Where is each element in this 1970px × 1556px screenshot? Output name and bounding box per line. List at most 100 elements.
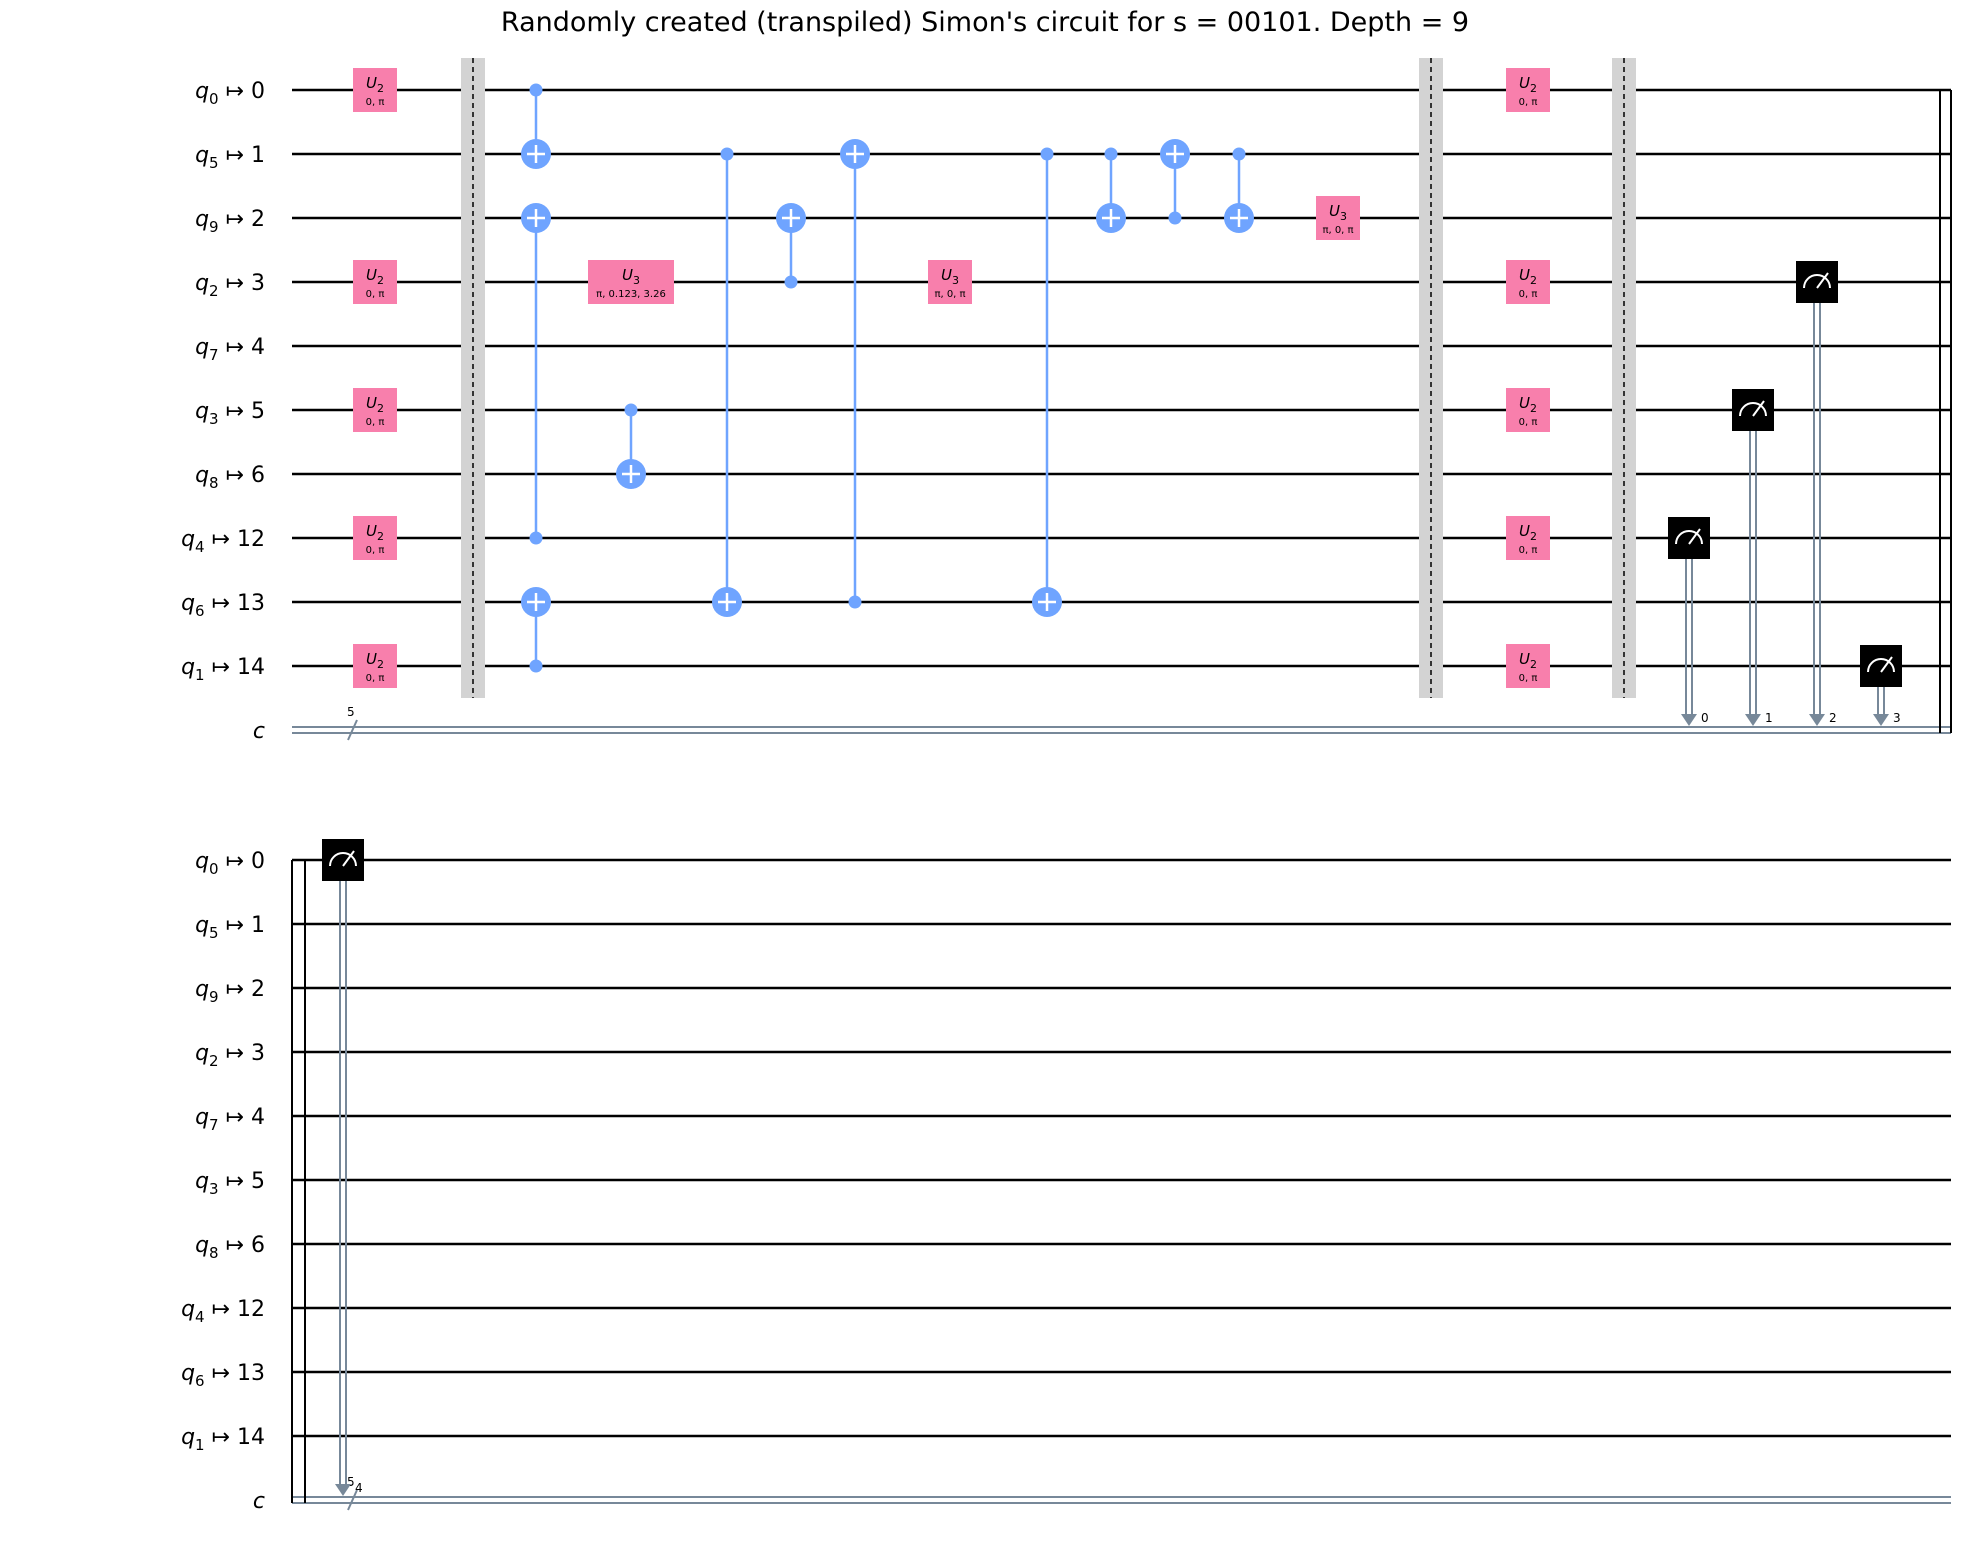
register-width: 5 <box>347 705 355 719</box>
meter-needle <box>1688 528 1701 545</box>
qubit-label: q6 ↦ 13 <box>181 1361 265 1390</box>
qubit-label: q3 ↦ 5 <box>195 399 265 428</box>
gate-params: 0, π <box>366 289 385 300</box>
u3-gate <box>1316 196 1360 240</box>
gate-name: U2 <box>366 266 384 287</box>
u2-gate <box>1506 644 1550 688</box>
gate-name: U2 <box>366 650 384 671</box>
meter-arc <box>329 852 357 867</box>
measure-arrow <box>1745 714 1761 726</box>
cx-control-dot <box>529 83 543 97</box>
cx-control-dot <box>784 275 798 289</box>
cbit-index: 0 <box>1701 711 1709 725</box>
cx-control-dot <box>720 147 734 161</box>
qubit-label: q2 ↦ 3 <box>195 271 265 300</box>
qubit-label: q8 ↦ 6 <box>195 1233 265 1262</box>
gate-params: 0, π <box>1519 289 1538 300</box>
cbit-index: 1 <box>1765 711 1773 725</box>
u2-gate <box>353 260 397 304</box>
gate-params: 0, π <box>366 417 385 428</box>
qubit-label: q6 ↦ 13 <box>181 591 265 620</box>
gate-params: 0, π <box>1519 673 1538 684</box>
circuit-panel-top: q0 ↦ 0 q5 ↦ 1 q9 ↦ 2 q2 ↦ 3 q7 ↦ 4 q3 ↦ 5 q8 ↦… <box>181 58 1952 744</box>
u3-gate <box>928 260 972 304</box>
cx-control-dot <box>1168 211 1182 225</box>
cx-control-dot <box>1040 147 1054 161</box>
cbit-index: 4 <box>355 1481 363 1495</box>
measure-gate <box>322 839 364 881</box>
meter-needle <box>1816 272 1829 289</box>
gate-name: U3 <box>1329 202 1347 223</box>
classical-label: c <box>253 719 265 744</box>
qubit-label: q4 ↦ 12 <box>181 527 265 556</box>
u2-gate <box>353 68 397 112</box>
u3-gate <box>588 260 674 304</box>
u2-gate <box>1506 516 1550 560</box>
measure-arrow <box>1681 714 1697 726</box>
gate-name: U3 <box>622 266 640 287</box>
qubit-label: q5 ↦ 1 <box>195 143 265 172</box>
qubit-label: q1 ↦ 14 <box>181 1425 265 1454</box>
u2-gate <box>1506 388 1550 432</box>
cbit-index: 2 <box>1829 711 1837 725</box>
measure-gate <box>1796 261 1838 303</box>
meter-arc <box>1675 530 1703 545</box>
measure-arrow <box>1873 714 1889 726</box>
u2-gate <box>1506 260 1550 304</box>
gate-name: U2 <box>366 522 384 543</box>
register-slash <box>347 1489 358 1511</box>
diagram-title: Randomly created (transpiled) Simon's ci… <box>501 7 1469 38</box>
cx-control-dot <box>1104 147 1118 161</box>
qubit-label: q4 ↦ 12 <box>181 1297 265 1326</box>
gate-params: 0, π <box>366 97 385 108</box>
gate-name: U2 <box>1519 650 1537 671</box>
u2-gate <box>1506 68 1550 112</box>
qubit-label: q0 ↦ 0 <box>195 849 265 878</box>
meter-arc <box>1739 402 1767 417</box>
cbit-index: 3 <box>1893 711 1901 725</box>
meter-arc <box>1803 274 1831 289</box>
measure-gate <box>1732 389 1774 431</box>
qubit-label: q0 ↦ 0 <box>195 79 265 108</box>
gate-params: π, 0.123, 3.26 <box>596 289 666 300</box>
gate-name: U2 <box>366 394 384 415</box>
qubit-label: q9 ↦ 2 <box>195 207 265 236</box>
gate-name: U2 <box>1519 394 1537 415</box>
gate-name: U2 <box>1519 266 1537 287</box>
cx-control-dot <box>848 595 862 609</box>
u2-gate <box>353 516 397 560</box>
measure-gate <box>1860 645 1902 687</box>
register-width: 5 <box>347 1475 355 1489</box>
meter-arc <box>1867 658 1895 673</box>
measure-gate <box>1668 517 1710 559</box>
cx-control-dot <box>1232 147 1246 161</box>
qubit-label: q2 ↦ 3 <box>195 1041 265 1070</box>
measure-arrow <box>1809 714 1825 726</box>
u2-gate <box>353 644 397 688</box>
qubit-label: q7 ↦ 4 <box>195 1105 265 1134</box>
gate-params: 0, π <box>1519 417 1538 428</box>
cx-control-dot <box>529 531 543 545</box>
circuit-panel-bottom: q0 ↦ 0 q5 ↦ 1 q9 ↦ 2 q2 ↦ 3 q7 ↦ 4 q3 ↦ 5 q8 ↦… <box>181 839 1951 1514</box>
gate-params: 0, π <box>1519 97 1538 108</box>
qubit-label: q7 ↦ 4 <box>195 335 265 364</box>
qubit-label: q9 ↦ 2 <box>195 977 265 1006</box>
meter-needle <box>1752 400 1765 417</box>
cx-control-dot <box>529 659 543 673</box>
qubit-label: q8 ↦ 6 <box>195 463 265 492</box>
measure-arrow <box>335 1484 351 1496</box>
gate-name: U3 <box>941 266 959 287</box>
meter-needle <box>1880 656 1893 673</box>
qubit-label: q5 ↦ 1 <box>195 913 265 942</box>
u2-gate <box>353 388 397 432</box>
classical-label: c <box>253 1489 265 1514</box>
meter-needle <box>342 850 355 867</box>
register-slash <box>347 719 358 741</box>
gate-params: π, 0, π <box>934 289 965 300</box>
qubit-label: q3 ↦ 5 <box>195 1169 265 1198</box>
cx-control-dot <box>624 403 638 417</box>
gate-params: π, 0, π <box>1322 225 1353 236</box>
gate-params: 0, π <box>366 545 385 556</box>
qubit-label: q1 ↦ 14 <box>181 655 265 684</box>
